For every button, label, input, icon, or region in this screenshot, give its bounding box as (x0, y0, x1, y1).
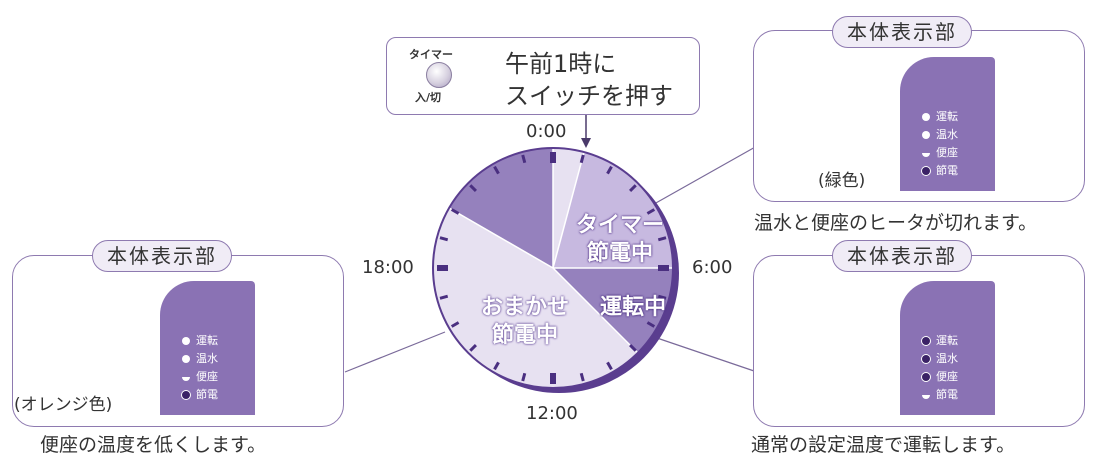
lamp-seat: 便座 (922, 146, 958, 159)
lamp-eco: 節電 (922, 388, 958, 401)
lamp-run: 運転 (922, 110, 958, 123)
wedge-divider (552, 151, 585, 269)
clock-label-0: 0:00 (526, 121, 567, 142)
callout-box: タイマー 入/切 午前1時に スイッチを押す (386, 37, 700, 115)
clock-tick (629, 344, 637, 352)
lamp-hotwater: 温水 (922, 128, 958, 141)
lamp-color-note-green: (緑色) (818, 171, 866, 191)
segment-omakase-line1: おまかせ (480, 295, 569, 320)
display-title-top-right: 本体表示部 (832, 16, 972, 48)
clock-tick (606, 361, 613, 371)
segment-timer-line2: 節電中 (586, 241, 653, 266)
wedge-timer-eco (553, 152, 673, 268)
clock-tick (579, 372, 585, 382)
timer-button-top-label: タイマー (409, 48, 453, 61)
wedge-divider (448, 207, 554, 269)
clock-tick (521, 372, 527, 382)
clock-label-18: 18:00 (362, 257, 414, 278)
lamp-color-note-orange: (オレンジ色) (14, 395, 113, 415)
timer-button-bottom-label: 入/切 (415, 91, 442, 104)
connector-top-right (646, 145, 758, 209)
clock-tick (469, 184, 477, 192)
lamp-hotwater: 温水 (922, 352, 958, 365)
segment-omakase-label: おまかせ 節電中 (470, 294, 580, 350)
connector-bottom-right (656, 337, 758, 373)
clock-tick (579, 154, 585, 164)
caption-top-right: 温水と便座のヒータが切れます。 (754, 212, 1038, 234)
callout-arrowhead (581, 138, 591, 148)
segment-omakase-line2: 節電中 (491, 323, 558, 348)
clock-tick (493, 361, 500, 371)
wedge-omakase-eco (433, 208, 638, 389)
lamp-run: 運転 (922, 334, 958, 347)
clock-tick (521, 154, 527, 164)
segment-running-label: 運転中 (599, 295, 666, 320)
clock-tick (646, 321, 656, 328)
clock-tick (657, 236, 667, 242)
clock-tick (439, 294, 449, 300)
lamp-hotwater: 温水 (182, 352, 218, 365)
callout-text-line2: スイッチを押す (505, 82, 673, 110)
callout-text-line1: 午前1時に (505, 50, 617, 78)
connector-left (344, 331, 446, 373)
display-panel-top-right: 運転 温水 便座 節電 (900, 57, 995, 191)
clock-rim (432, 147, 674, 389)
lamp-run: 運転 (182, 334, 218, 347)
clock-label-6: 6:00 (692, 257, 733, 278)
clock-tick (606, 165, 613, 175)
clock-tick (450, 208, 460, 215)
clock-tick (629, 184, 637, 192)
timer-button[interactable] (426, 62, 452, 88)
segment-timer-line1: タイマー (575, 213, 664, 238)
lamp-seat: 便座 (922, 370, 958, 383)
wedge-running (553, 268, 673, 353)
clock-label-12: 12:00 (526, 403, 578, 424)
clock-tick (646, 208, 656, 215)
lamp-seat: 便座 (182, 370, 218, 383)
lamp-eco: 節電 (182, 388, 218, 401)
clock-tick (493, 165, 500, 175)
display-title-bottom-right: 本体表示部 (832, 240, 972, 272)
wedge-divider (552, 267, 639, 354)
clock-tick (450, 321, 460, 328)
clock-tick (657, 294, 667, 300)
display-panel-bottom-right: 運転 温水 便座 節電 (900, 281, 995, 415)
caption-bottom-right: 通常の設定温度で運転します。 (751, 434, 1016, 456)
caption-left: 便座の温度を低くします。 (40, 434, 267, 456)
segment-timer-label: タイマー 節電中 (565, 212, 675, 268)
clock-face (432, 147, 679, 393)
display-title-left: 本体表示部 (92, 240, 232, 272)
clock-tick (469, 344, 477, 352)
display-panel-left: 運転 温水 便座 節電 (160, 281, 255, 415)
clock-tick (439, 236, 449, 242)
lamp-eco: 節電 (922, 164, 958, 177)
